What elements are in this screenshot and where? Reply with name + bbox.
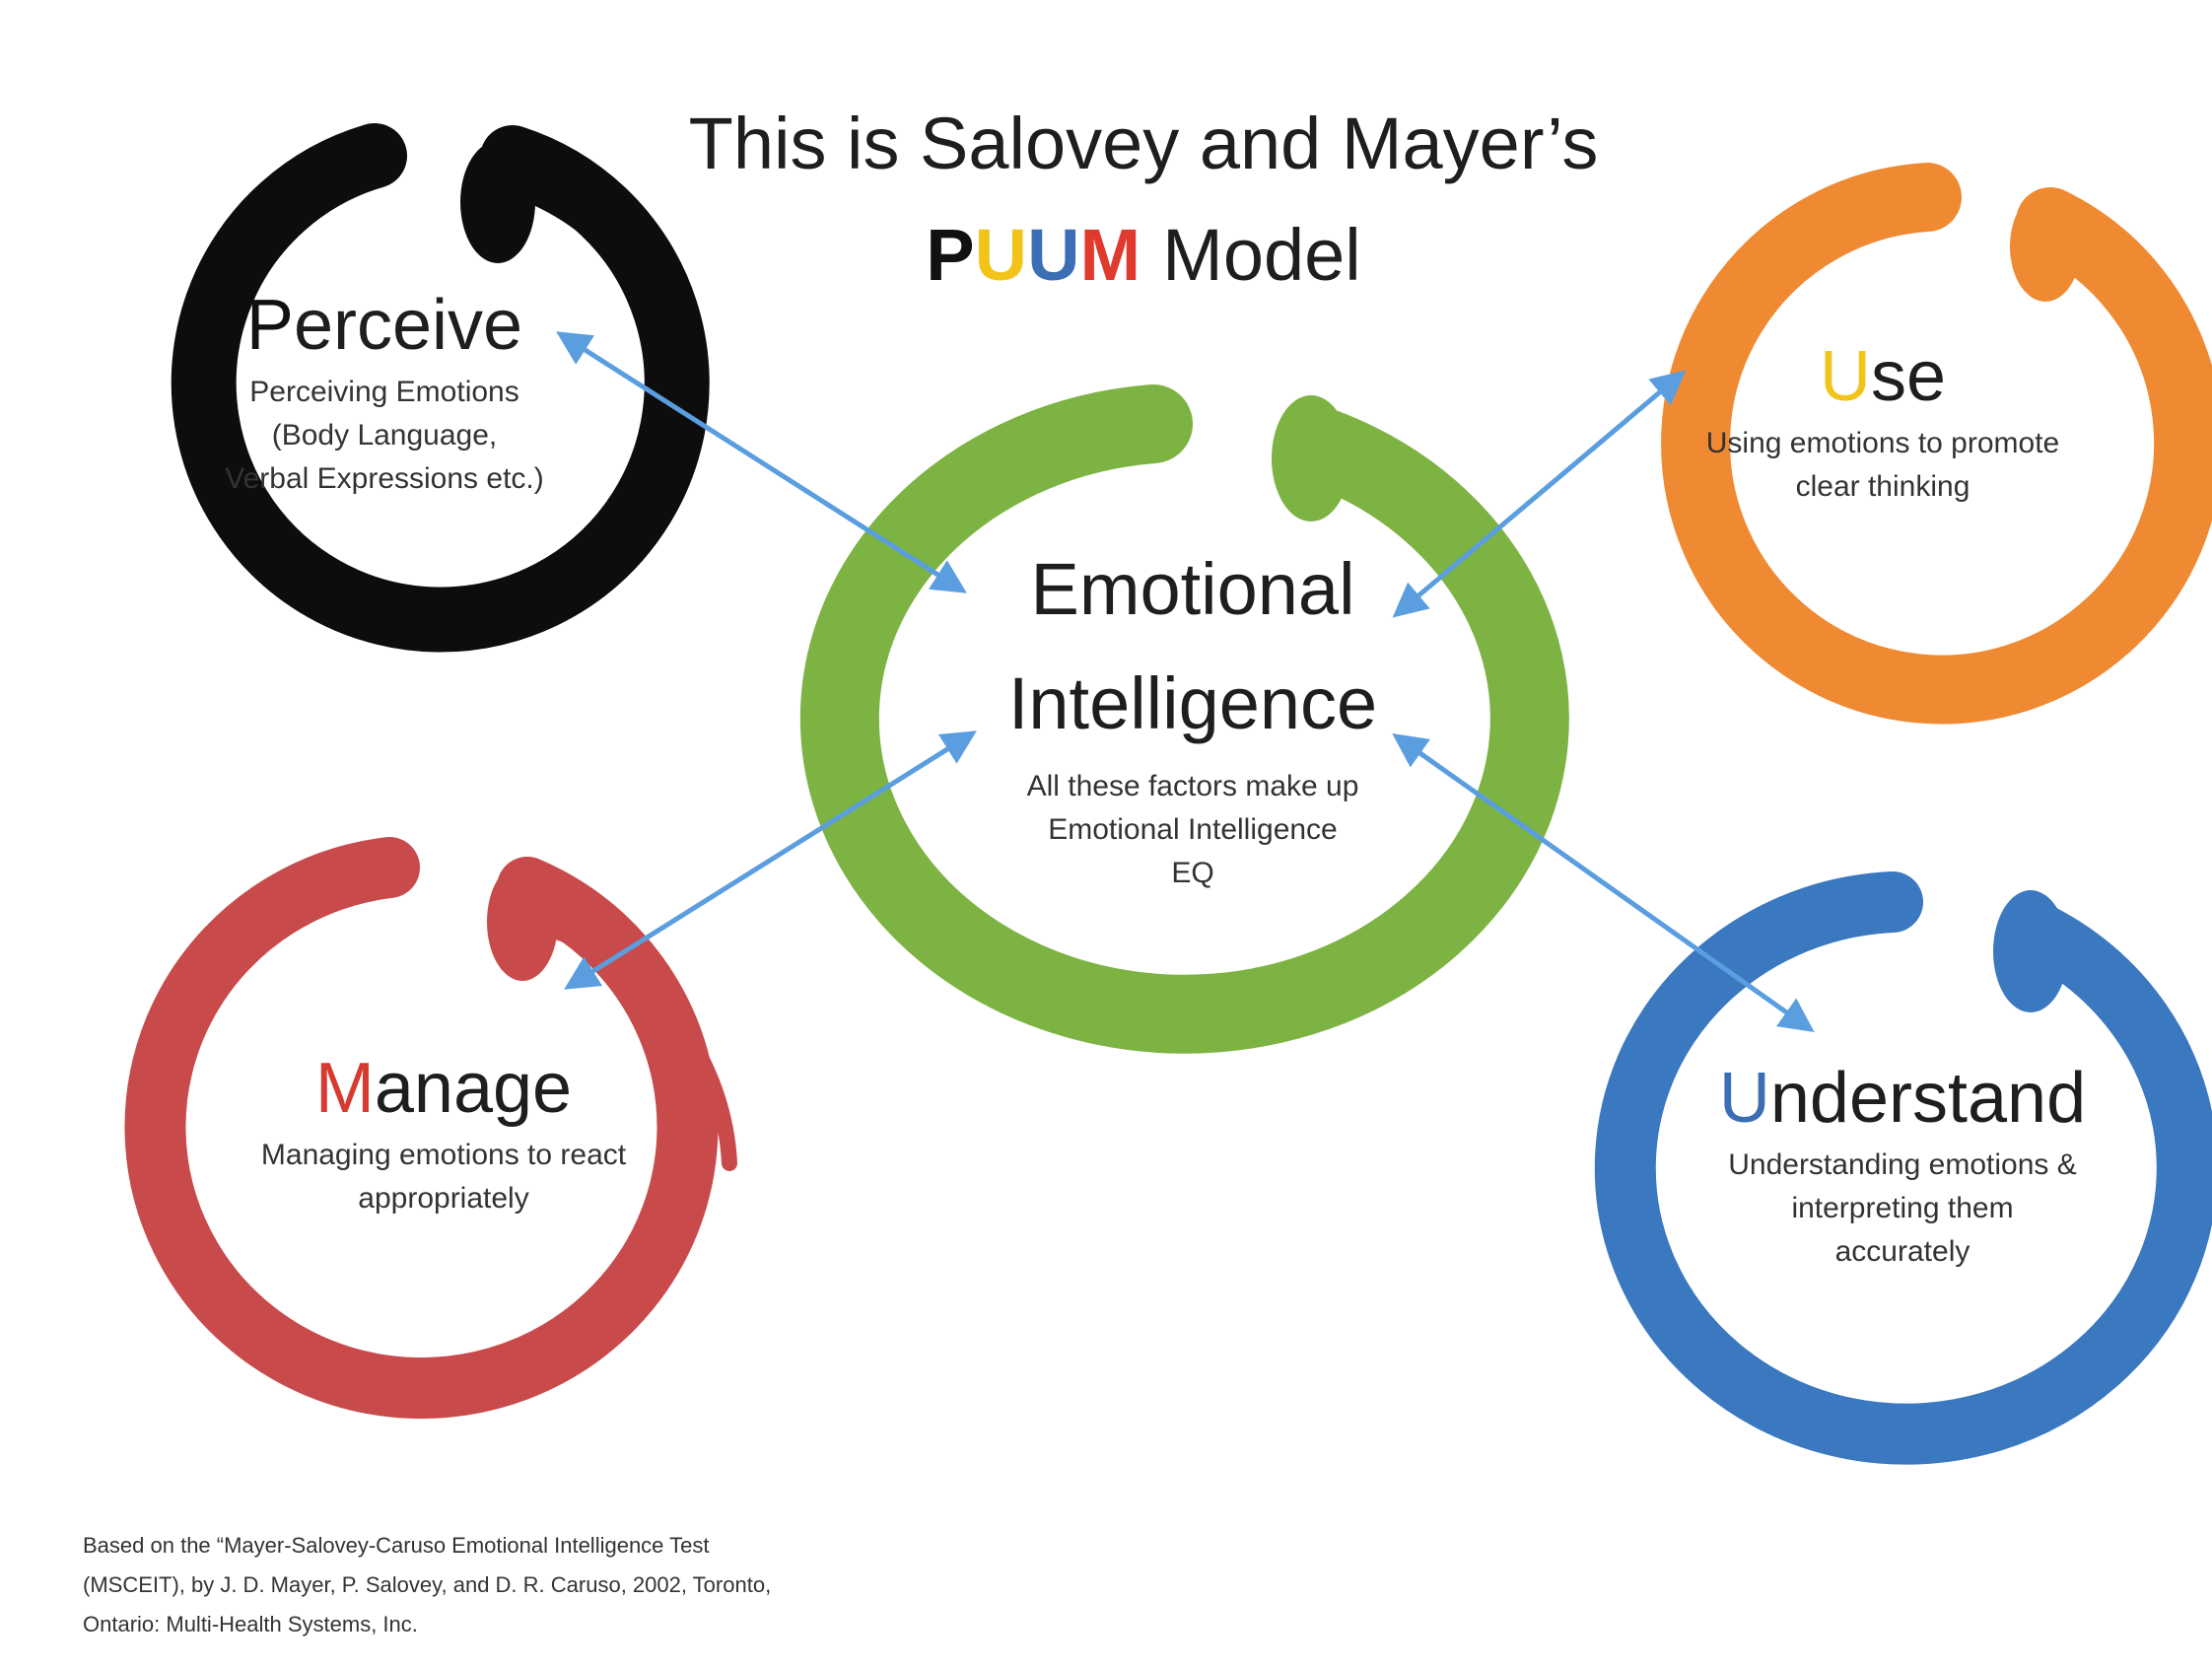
manage-desc-2: appropriately: [358, 1182, 529, 1215]
use-heading: Use: [1656, 335, 2109, 418]
understand-desc-1: Understanding emotions &: [1728, 1148, 2077, 1181]
acronym-letter-1: P: [926, 214, 975, 296]
perceive-desc-3: Verbal Expressions etc.): [225, 462, 544, 495]
citation-line-1: Based on the “Mayer-Salovey-Caruso Emoti…: [83, 1533, 710, 1558]
citation-line-3: Ontario: Multi-Health Systems, Inc.: [83, 1612, 418, 1636]
perceive-heading-rest: erceive: [293, 286, 523, 365]
perceive-initial: P: [245, 286, 294, 365]
use-heading-rest: se: [1870, 337, 1947, 416]
center-node: Emotional Intelligence All these factors…: [927, 532, 1459, 895]
acronym-letter-2: U: [974, 214, 1028, 296]
subtitle-rest: Model: [1162, 214, 1361, 296]
understand-desc-2: interpreting them: [1791, 1192, 2014, 1224]
arrow-use-center: [1392, 370, 1687, 618]
understand-heading-rest: nderstand: [1769, 1059, 2087, 1138]
arrow-manage-center: [564, 730, 977, 990]
page-subtitle: PUUM Model: [552, 212, 1735, 299]
manage-heading-rest: anage: [374, 1049, 573, 1128]
use-desc-1: Using emotions to promote: [1705, 427, 2060, 459]
center-desc-3: EQ: [1171, 857, 1214, 889]
center-heading-line1: Emotional: [1030, 548, 1355, 630]
understand-desc-3: accurately: [1834, 1235, 1970, 1268]
perceive-desc-2: (Body Language,: [271, 419, 498, 452]
understand-node: Understand Understanding emotions & inte…: [1676, 1057, 2129, 1274]
perceive-desc-1: Perceiving Emotions: [249, 376, 519, 408]
use-desc-2: clear thinking: [1795, 470, 1970, 503]
perceive-node: Perceive Perceiving Emotions (Body Langu…: [197, 284, 572, 501]
center-desc-1: All these factors make up: [1026, 770, 1359, 802]
understand-heading: Understand: [1676, 1057, 2129, 1140]
manage-heading: Manage: [207, 1047, 680, 1130]
use-ring: [1661, 163, 2212, 725]
manage-initial: M: [314, 1049, 375, 1128]
perceive-heading: Perceive: [197, 284, 572, 367]
page-title: This is Salovey and Mayer’s: [688, 103, 1599, 184]
use-initial: U: [1819, 337, 1871, 416]
manage-desc-1: Managing emotions to react: [260, 1139, 627, 1171]
center-desc-2: Emotional Intelligence: [1048, 813, 1338, 846]
manage-node: Manage Managing emotions to react approp…: [207, 1047, 680, 1220]
citation-line-2: (MSCEIT), by J. D. Mayer, P. Salovey, an…: [83, 1572, 772, 1597]
use-node: Use Using emotions to promote clear thin…: [1656, 335, 2109, 509]
understand-initial: U: [1718, 1059, 1770, 1138]
center-heading-line2: Intelligence: [1007, 662, 1378, 744]
citation-footer: Based on the “Mayer-Salovey-Caruso Emoti…: [83, 1526, 771, 1644]
acronym-letter-3: U: [1027, 214, 1080, 296]
arrow-perceive-center: [556, 331, 967, 593]
acronym-letter-4: M: [1079, 214, 1141, 296]
puum-acronym: PUUM: [926, 214, 1141, 296]
arrow-understand-center: [1392, 732, 1815, 1033]
